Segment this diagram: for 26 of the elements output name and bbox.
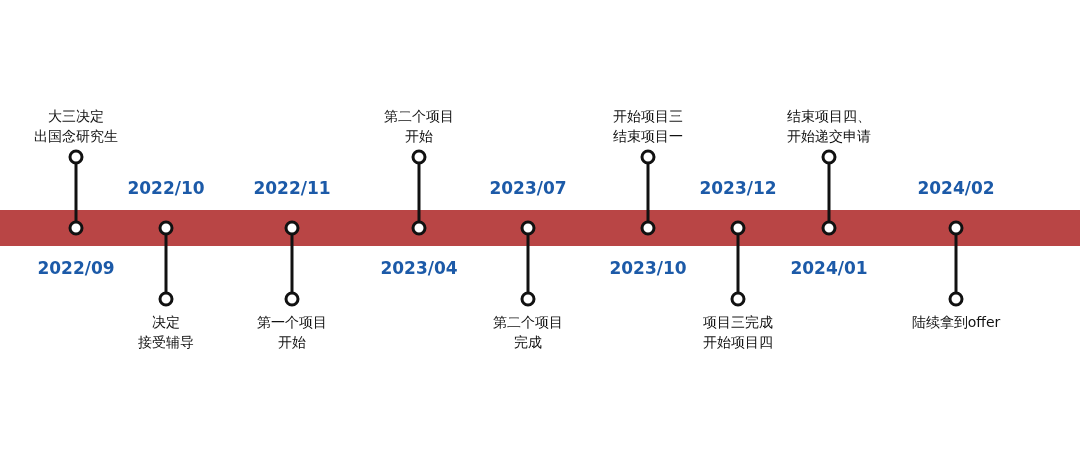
date-label: 2022/10: [126, 177, 206, 199]
timeline-stem: [640, 149, 656, 236]
timeline-stem: [948, 220, 964, 307]
date-label: 2023/12: [698, 177, 778, 199]
event-text: 第二个项目完成: [458, 312, 598, 352]
timeline-stem: [158, 220, 174, 307]
date-label: 2024/02: [916, 177, 996, 199]
timeline-stem: [68, 149, 84, 236]
timeline-stem: [821, 149, 837, 236]
timeline-band: [0, 210, 1080, 246]
timeline-stem: [520, 220, 536, 307]
date-label: 2024/01: [789, 257, 869, 279]
event-text: 大三决定出国念研究生: [6, 106, 146, 146]
date-label: 2022/09: [36, 257, 116, 279]
event-text: 开始项目三结束项目一: [578, 106, 718, 146]
date-label: 2023/07: [488, 177, 568, 199]
event-text: 结束项目四、开始递交申请: [759, 106, 899, 146]
timeline-stem: [411, 149, 427, 236]
date-label: 2022/11: [252, 177, 332, 199]
event-text: 第二个项目开始: [349, 106, 489, 146]
timeline-stem: [284, 220, 300, 307]
date-label: 2023/10: [608, 257, 688, 279]
event-text: 陆续拿到offer: [886, 312, 1026, 332]
event-text: 项目三完成开始项目四: [668, 312, 808, 352]
date-label: 2023/04: [379, 257, 459, 279]
timeline-stem: [730, 220, 746, 307]
